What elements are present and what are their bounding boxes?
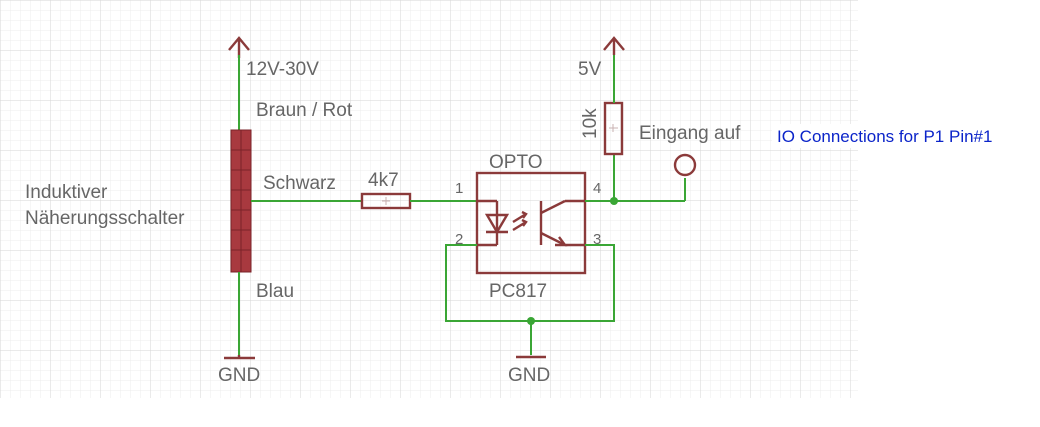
label-supply-5v: 5V [578, 59, 602, 80]
label-resistor-10k: 10k [580, 108, 601, 139]
input-terminal [673, 153, 697, 177]
label-input: Eingang auf [639, 123, 741, 144]
label-resistor-4k7: 4k7 [368, 170, 399, 191]
label-supply-high: 12V-30V [246, 59, 319, 80]
junction-gnd [527, 317, 535, 325]
note-background [772, 124, 1034, 148]
label-wire-blue: Blau [256, 281, 294, 302]
gnd-symbol-left [224, 355, 255, 360]
label-gnd-left: GND [218, 365, 260, 386]
label-pin1: 1 [455, 180, 463, 197]
grid-background [0, 0, 858, 398]
label-gnd-mid: GND [508, 365, 550, 386]
label-sensor-line2: Näherungsschalter [25, 208, 185, 229]
label-sensor-line1: Induktiver [25, 182, 108, 203]
label-pin4: 4 [593, 180, 601, 197]
io-connection-note: IO Connections for P1 Pin#1 [777, 127, 992, 146]
label-opto-name: OPTO [489, 152, 543, 173]
label-opto-part: PC817 [489, 281, 547, 302]
supply-arrow-5v [603, 36, 625, 55]
sensor-hatching [231, 130, 251, 272]
label-pin2: 2 [455, 231, 463, 248]
label-wire-black: Schwarz [263, 173, 336, 194]
optocoupler-pc817 [475, 171, 587, 275]
label-pin3: 3 [593, 231, 601, 248]
label-wire-brown: Braun / Rot [256, 100, 353, 121]
